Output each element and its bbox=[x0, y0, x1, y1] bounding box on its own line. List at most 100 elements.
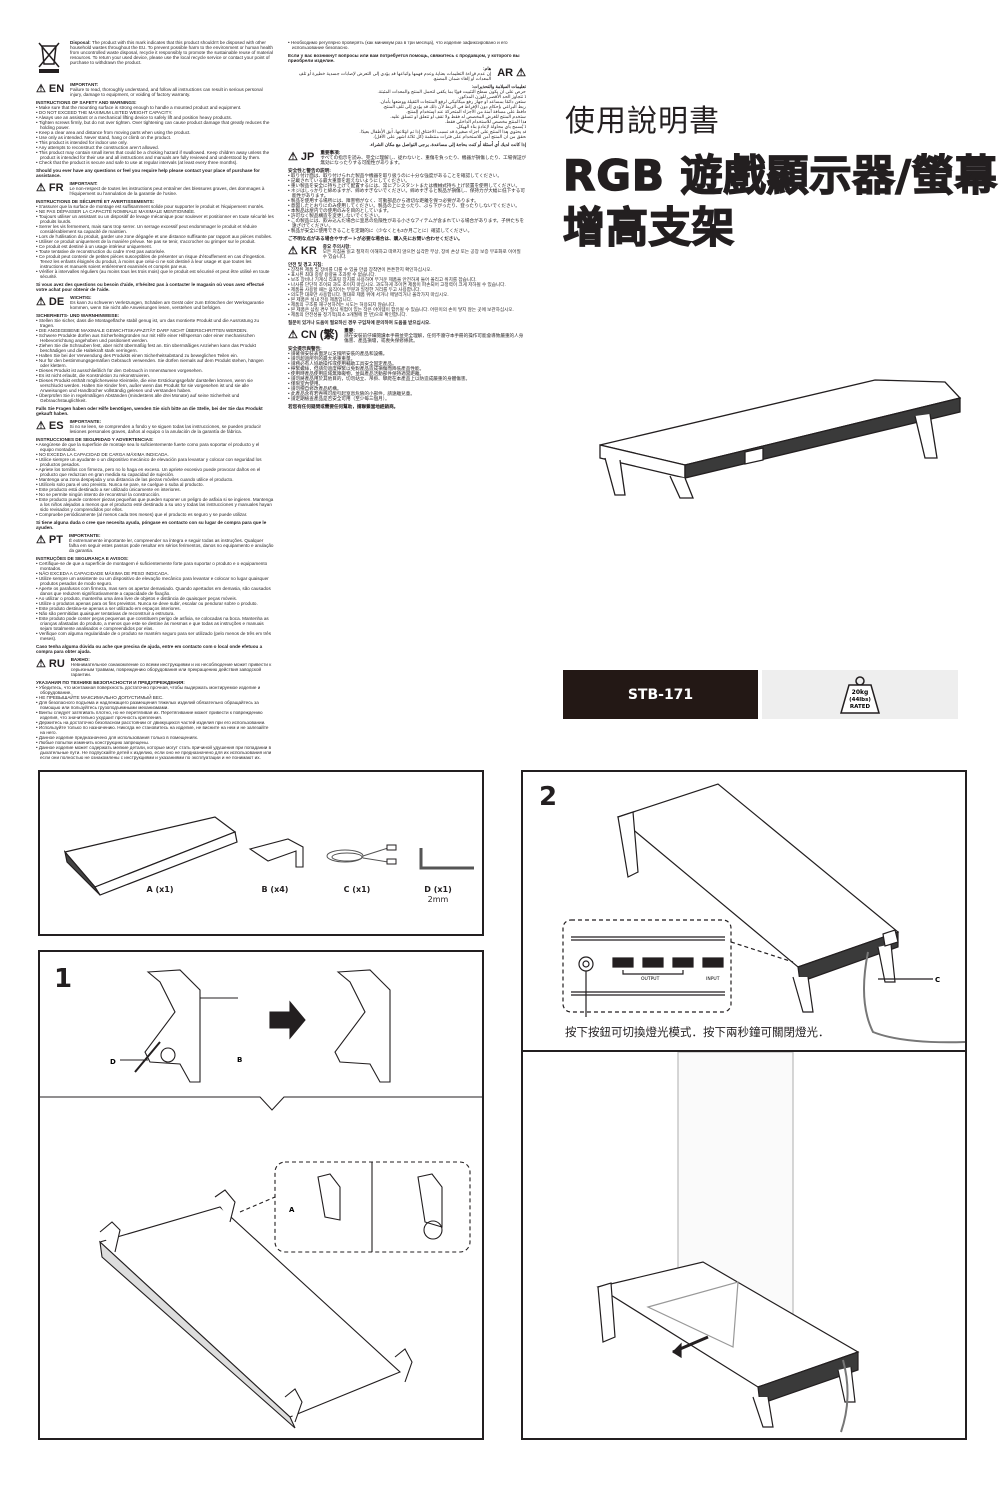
closing-note: Falls Sie Fragen haben oder Hilfe benöti… bbox=[36, 406, 263, 416]
important-notice: هام:إن عدم قراءة التعليمات بعناية وعدم ف… bbox=[288, 66, 492, 81]
weight-lbs: (44lbs) bbox=[849, 697, 871, 703]
button-instruction-note: 按下按鈕可切換燈光模式．按下兩秒鐘可關閉燈光． bbox=[565, 1025, 830, 1039]
instructions-heading: INSTRUCCIONES DE SEGURIDAD Y ADVERTENCIA… bbox=[36, 437, 154, 442]
warning-triangle-icon: ⚠ bbox=[288, 329, 298, 341]
warning-triangle-icon: ⚠ bbox=[36, 420, 46, 432]
warning-triangle-icon: ⚠ bbox=[36, 296, 46, 308]
part-c-cable bbox=[326, 844, 397, 865]
language-code: AR bbox=[497, 67, 514, 79]
part-c-label: C (x1) bbox=[343, 885, 371, 894]
instruction-bullet: • No se permite ningún intento de recons… bbox=[36, 492, 161, 497]
bullet-text: 표시된 최대 중량 용량을 초과할 수 없습니다. bbox=[290, 272, 376, 277]
language-badge: ⚠JP bbox=[288, 150, 314, 164]
instruction-bullet: • Для безопасного подъема и надлежащего … bbox=[36, 700, 259, 710]
instruction-bullet: • استعن دائمًا بمساعد أو جهاز رفع ميكاني… bbox=[288, 99, 526, 104]
bullet-text: Vérifier à intervalles réguliers (au moi… bbox=[38, 269, 270, 279]
bullet-text: تحقق من أن المنتج آمن للاستخدام على فترا… bbox=[373, 134, 526, 139]
important-label: 중요 주의사항: bbox=[322, 244, 351, 249]
instruction-bullet: • Toujours utiliser un assistant ou un d… bbox=[36, 214, 274, 224]
bullet-text: NÃO EXCEDA A CAPACIDADE MÁXIMA DE PESO I… bbox=[38, 571, 169, 576]
instruction-bullet: • Este produto destina-se apenas a ser u… bbox=[36, 606, 181, 611]
disposal-notice: Disposal: The product with this mark ind… bbox=[36, 40, 274, 74]
important-label: IMPORTANT: bbox=[69, 181, 98, 186]
instruction-bullet: • Serrer les vis fermement, mais sans tr… bbox=[36, 224, 257, 234]
instruction-bullet: • 보조 장비나 기계식 리프팅 장치를 사용하여 무거운 제품을 안전하게 들… bbox=[288, 277, 477, 282]
closing-note: Should you ever have any questions or fe… bbox=[36, 168, 260, 178]
instructions-heading: INSTRUCTIONS DE SÉCURITÉ ET AVERTISSEMEN… bbox=[36, 199, 155, 204]
bullet-text: 의도한 대로만 사용합니다. 절대로 제품 위에 서거나 매달리거나 올라가지 … bbox=[290, 292, 449, 297]
language-badge: ⚠EN bbox=[36, 82, 64, 96]
important-text: Failure to read, thoroughly understand, … bbox=[70, 87, 263, 97]
bullet-text: قد يحتوي هذا المنتج على أجزاء صغيرة قد ت… bbox=[359, 129, 526, 134]
important-text: 請在安裝前仔細閱讀本手冊並完全理解，任何不遵守本手冊的操作可能會導致嚴重的人身傷… bbox=[344, 333, 524, 343]
bullet-text: Любые попытки изменить конструкцию запре… bbox=[38, 740, 150, 745]
bullet-text: 제품을 사용할 때는 움직이는 부분과 일정한 거리를 두고 사용합니다. bbox=[290, 287, 421, 292]
bullet-text: هذا المنتج مخصص للاستخدام الداخلي فقط. bbox=[444, 119, 526, 124]
bullet-text: Compruebe periódicamente (al menos cada … bbox=[38, 512, 248, 517]
instruction-bullet: • 製品を使用する場所には、障害物がなく、可動部品から適切な距離を保つ必要があり… bbox=[288, 198, 479, 203]
important-text: Le non-respect de toutes les instruction… bbox=[69, 186, 265, 196]
instruction-bullet: • 許可なく製品構造を変更しないでください。 bbox=[288, 213, 383, 218]
important-text: すべての指示を読み、完全に理解し、従わないと、重傷を負ったり、機器が損傷したり、… bbox=[320, 155, 526, 165]
instruction-bullet: • 取り付け面は、取り付けられた製品や機器を取り扱うのに十分な強度があることを確… bbox=[288, 173, 502, 178]
language-code: EN bbox=[48, 83, 65, 95]
bullet-text: Schwere Produkte dürfen aus Sicherheitsg… bbox=[38, 333, 255, 343]
instruction-bullet: • ネジはしっかりと締めますが、締めすぎないでください。締めすぎると製品が損傷し… bbox=[288, 188, 525, 198]
bullet-text: 意図したとおりにのみ使用してください。製品の上に立ったり、ぶら下がったり、登った… bbox=[290, 203, 520, 208]
bullet-text: Utilícelo solo para el uso previsto. Nun… bbox=[38, 482, 204, 487]
bullet-text: 重い製品を安全に持ち上げて配置するには、常にアシスタントまたは機械式持ち上げ装置… bbox=[290, 183, 521, 188]
bullet-text: 請勿將產品用於其他目的，切勿站立、吊掛、攀爬在本產品上以防造成嚴重的身體傷害。 bbox=[290, 376, 471, 381]
product-illustration bbox=[599, 379, 962, 499]
bullet-text: Make sure that the mounting surface is s… bbox=[38, 105, 242, 110]
instructions-heading: 安全提示與警告: bbox=[288, 346, 322, 351]
instruction-bullet: • Utilize o produtos apenas para os fins… bbox=[36, 601, 258, 606]
instruction-bullet: • 擰緊螺絲，但請勿過度擰緊以免對產品造成損傷而降低產品性能。 bbox=[288, 366, 425, 371]
bullet-text: Винты следует затягивать плотно, но не п… bbox=[38, 710, 263, 720]
bullet-text: NO EXCEDA LA CAPACIDAD DE CARGA MÁXIMA I… bbox=[38, 452, 169, 457]
instruction-bullet: • Apriete los tornillos con firmeza, per… bbox=[36, 467, 261, 477]
instruction-bullet: • 重い製品を安全に持ち上げて配置するには、常にアシスタントまたは機械式持ち上げ… bbox=[288, 183, 521, 188]
important-label: IMPORTANT: bbox=[70, 82, 99, 87]
instruction-bullet: • This product is intended for indoor us… bbox=[36, 140, 128, 145]
product-title-line2: 增高支架 bbox=[562, 202, 736, 253]
step-1-panel: 1 B D A bbox=[38, 950, 484, 1440]
weee-bin-icon bbox=[38, 42, 60, 73]
instruction-bullet: • 此產品含有若吞嚥可能引起窒息危險的小部件，請遠離兒童。 bbox=[288, 391, 415, 396]
warning-triangle-icon: ⚠ bbox=[288, 151, 298, 163]
bullet-text: Es ist nicht erlaubt, die Konstruktion z… bbox=[38, 373, 150, 378]
bullet-text: Nur für den bestimmungsgemäßen Gebrauch … bbox=[38, 358, 264, 368]
bullet-text: Este producto puede contener piezas pequ… bbox=[38, 497, 274, 512]
bullet-text: この製品には、飲み込んだ場合に窒息の危険性がある小さなアイテムが含まれている場合… bbox=[290, 218, 525, 228]
important-notice: ВАЖНО:Невнимательное ознакомление со все… bbox=[71, 657, 274, 677]
bullet-text: Apriete los tornillos con firmeza, pero … bbox=[38, 467, 261, 477]
bullet-text: Необходимо регулярно проверять (как мини… bbox=[290, 40, 508, 50]
bullet-text: Utilice siempre un ayudante o un disposi… bbox=[38, 457, 262, 467]
bullet-text: NE PAS DÉPASSER LA CAPACITÉ NOMINALE MAX… bbox=[38, 209, 196, 214]
bullet-text: Toujours utiliser un assistant ou un dis… bbox=[38, 214, 274, 224]
bullet-text: Este produto destina-se apenas a ser uti… bbox=[38, 606, 181, 611]
warning-triangle-icon: ⚠ bbox=[36, 83, 46, 95]
part-a-riser bbox=[63, 816, 238, 896]
cable-callout: C bbox=[935, 976, 940, 984]
instruction-bullet: • قد يحتوي هذا المنتج على أجزاء صغيرة قد… bbox=[288, 129, 526, 134]
bullet-text: Ao utilizar o produto, mantenha uma área… bbox=[38, 596, 238, 601]
instruction-bullet: • S'assurer que la surface de montage es… bbox=[36, 204, 265, 209]
instruction-bullet: • لا تتجاوز الحد الأقصى للوزن المذكور. bbox=[288, 94, 526, 99]
language-code: PT bbox=[48, 534, 63, 546]
bullet-text: Não são permitidas quaisquer tentativas … bbox=[38, 611, 175, 616]
bullet-text: Utilize o produtos apenas para os fins p… bbox=[38, 601, 258, 606]
instruction-bullet: • Este produto pode conter peças pequena… bbox=[36, 616, 269, 631]
bullet-text: 僅限室內使用。 bbox=[290, 381, 324, 386]
closing-note: Если у вас возникнут вопросы или вам пот… bbox=[288, 53, 520, 63]
warning-triangle-icon: ⚠ bbox=[516, 67, 526, 79]
section-header: ⚠AR هام:إن عدم قراءة التعليمات بعناية وعد… bbox=[288, 66, 526, 81]
bullet-text: Utiliser ce produit uniquement de la man… bbox=[38, 239, 256, 244]
instructions-heading: INSTRUÇÕES DE SEGURANÇA E AVISOS: bbox=[36, 556, 129, 561]
bullet-text: حافظ على مسافة آمنة من الأجزاء المتحركة … bbox=[406, 109, 526, 114]
warning-triangle-icon: ⚠ bbox=[288, 245, 298, 257]
bullet-text: 請確保安裝表面足以支撐所安裝的產品和設備。 bbox=[290, 351, 388, 356]
